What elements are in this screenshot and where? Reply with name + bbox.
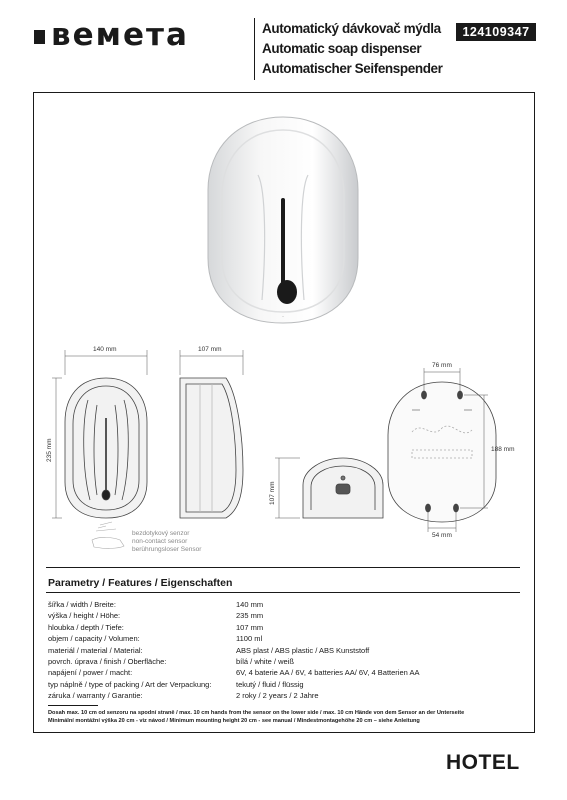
product-titles: Automatický dávkovač mýdla Automatic soa… (262, 19, 443, 79)
spec-value: ABS plast / ABS plastic / ABS Kunststoff (236, 645, 370, 655)
front-height-dim: 235 mm (46, 438, 53, 462)
footnote-mounting: Minimální montážní výška 20 cm - viz náv… (48, 718, 420, 724)
spec-label: povrch. úprava / finish / Oberfläche: (48, 657, 167, 667)
sensor-note-de: berührungsloser Sensor (132, 546, 202, 553)
sensor-note: bezdotykový senzor non-contact sensor be… (132, 530, 201, 554)
back-height-dim: 188 mm (491, 446, 515, 453)
footnote-rule (48, 705, 98, 706)
spec-row: povrch. úprava / finish / Oberfläche: bí… (48, 656, 518, 667)
sensor-note-en: non-contact sensor (132, 538, 188, 545)
technical-drawings: ~ (52, 116, 497, 549)
spec-row: objem / capacity / Volumen: 1100 ml (48, 633, 518, 644)
back-view-drawing (387, 381, 497, 523)
title-de: Automatischer Seifenspender (262, 61, 443, 76)
spec-value: tekutý / fluid / flüssig (236, 679, 304, 689)
spec-value: 107 mm (236, 622, 264, 632)
content-frame (33, 92, 535, 733)
spec-value: 1100 ml (236, 634, 263, 644)
spec-row: typ náplně / type of packing / Art der V… (48, 679, 518, 690)
spec-value: 6V, 4 baterie AA / 6V, 4 batteries AA/ 6… (236, 668, 420, 678)
spec-label: hloubka / depth / Tiefe: (48, 622, 124, 632)
title-cs: Automatický dávkovač mýdla (262, 21, 441, 36)
level-window (281, 198, 285, 290)
spec-label: materiál / material / Material: (48, 645, 143, 655)
back-top-spacing-dim: 76 mm (432, 362, 452, 369)
logo-mark (34, 29, 45, 44)
bottom-view-drawing (302, 457, 384, 519)
spec-row: materiál / material / Material: ABS plas… (48, 645, 518, 656)
brand-name: ʙeмeтa (51, 17, 189, 53)
spec-value: bílá / white / weiß (236, 657, 294, 667)
side-view-drawing (179, 377, 244, 519)
back-bottom-spacing-dim: 54 mm (432, 532, 452, 539)
front-view-drawing (64, 377, 148, 519)
spec-label: šířka / width / Breite: (48, 600, 116, 609)
header-divider (254, 18, 255, 80)
features-title: Parametry / Features / Eigenschaften (48, 577, 233, 589)
spec-row: hloubka / depth / Tiefe: 107 mm (48, 622, 518, 633)
spec-label: napájení / power / macht: (48, 668, 133, 678)
footnotes: Dosah max. 10 cm od senzoru na spodní st… (48, 709, 464, 725)
spec-row: napájení / power / macht: 6V, 4 baterie … (48, 667, 518, 678)
side-depth-dim: 107 mm (198, 346, 222, 353)
spec-table: šířka / width / Breite: 140 mm výška / h… (48, 599, 518, 702)
spec-label: objem / capacity / Volumen: (48, 634, 140, 644)
spec-label: výška / height / Höhe: (48, 611, 121, 621)
spec-row: šířka / width / Breite: 140 mm (48, 599, 518, 610)
bottom-depth-dim: 107 mm (269, 481, 276, 505)
sensor-note-cs: bezdotykový senzor (132, 530, 190, 537)
product-photo: ~ (207, 116, 359, 324)
spec-row: záruka / warranty / Garantie: 2 roky / 2… (48, 690, 518, 701)
features-top-rule (46, 567, 520, 568)
spec-row: výška / height / Höhe: 235 mm (48, 610, 518, 621)
dispense-nozzle (277, 280, 297, 304)
product-code-badge: 124109347 (456, 23, 536, 41)
spec-label: záruka / warranty / Garantie: (48, 691, 143, 701)
features-title-rule (46, 592, 520, 593)
front-width-dim: 140 mm (93, 346, 117, 353)
spec-value: 140 mm (236, 600, 264, 609)
footnote-range: Dosah max. 10 cm od senzoru na spodní st… (48, 710, 465, 716)
spec-value: 235 mm (236, 611, 264, 621)
hand-sensor-icon (91, 521, 125, 549)
category-label: HOTEL (446, 751, 520, 774)
spec-label: typ náplně / type of packing / Art der V… (48, 679, 212, 689)
title-en: Automatic soap dispenser (262, 41, 422, 56)
brand-logo: ʙeмeтa (34, 20, 189, 51)
spec-value: 2 roky / 2 years / 2 Jahre (236, 691, 319, 701)
svg-text:~: ~ (282, 314, 285, 319)
